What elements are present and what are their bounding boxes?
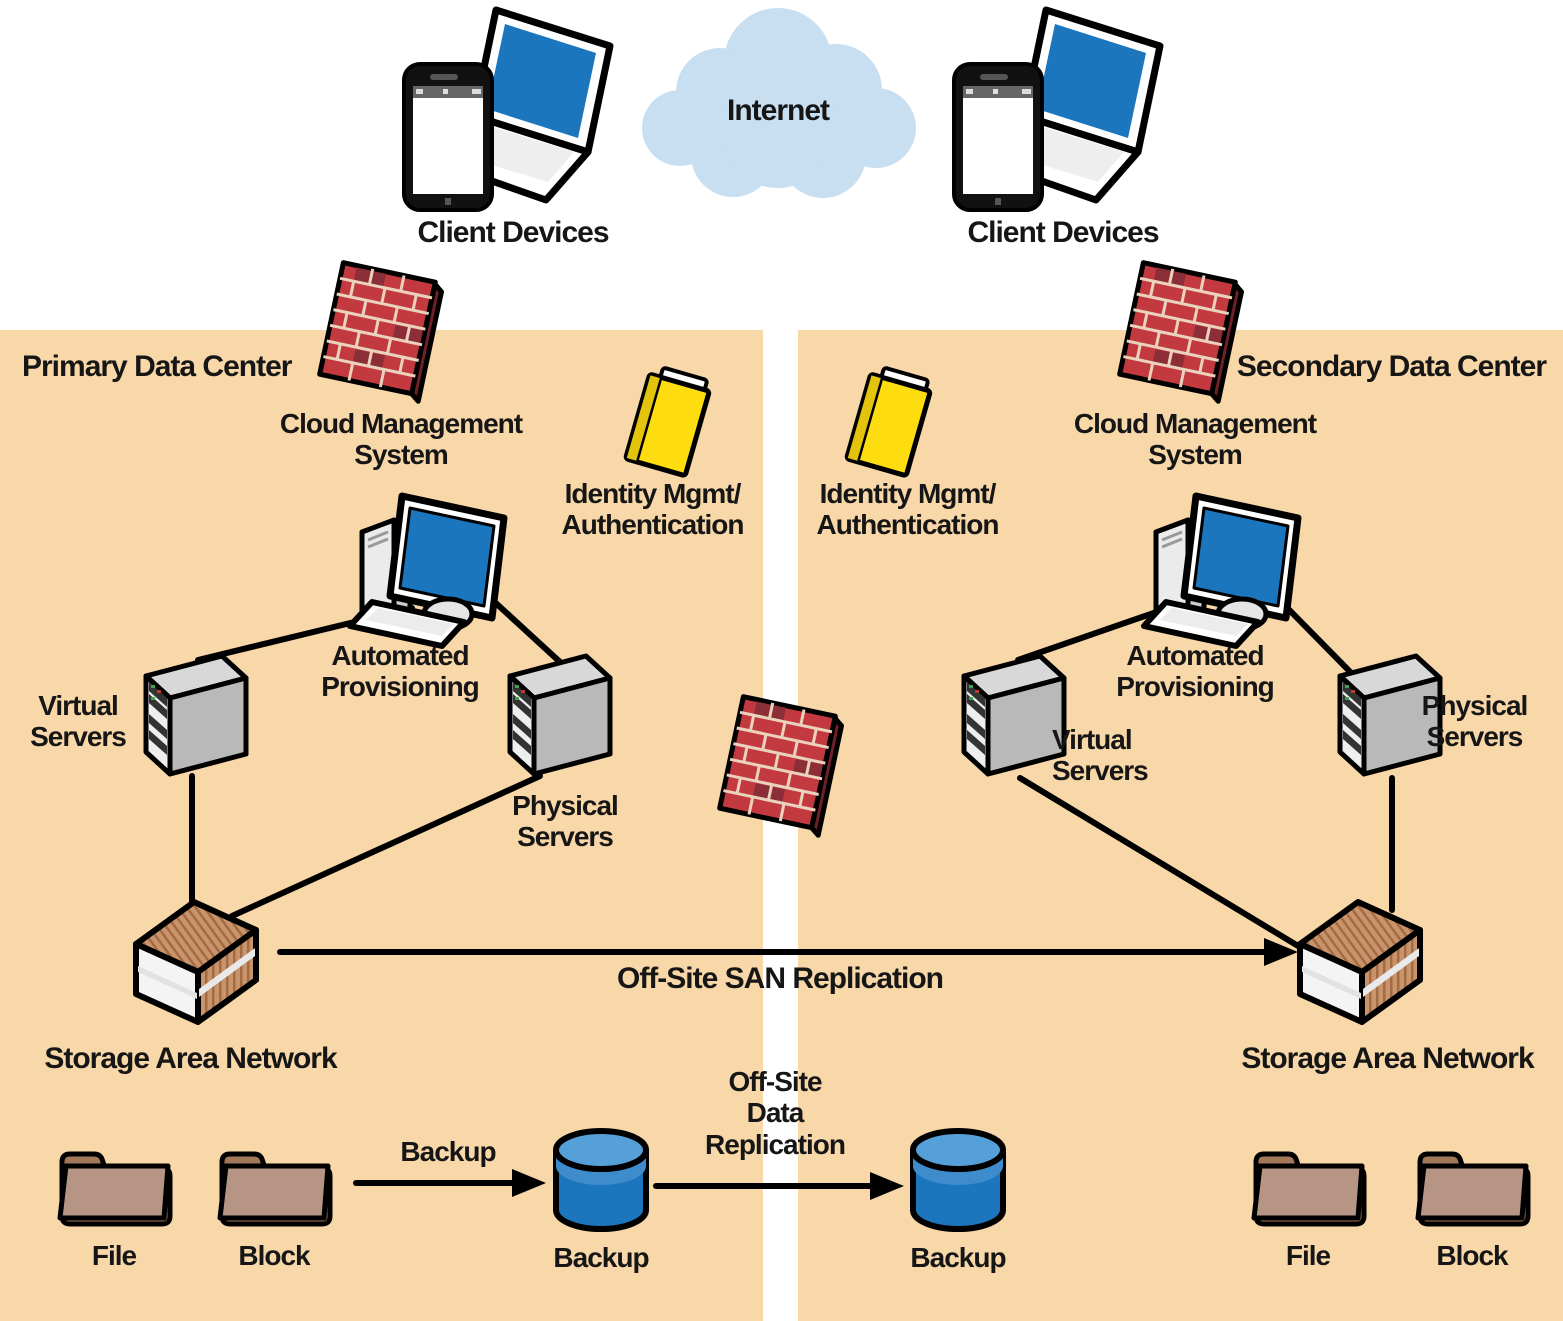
identity-book-icon-right <box>843 366 943 474</box>
file-label-right: File <box>1285 1240 1331 1271</box>
file-folder-icon-right <box>1246 1130 1370 1228</box>
backup-label-left: Backup <box>553 1242 649 1273</box>
offsite-data-replication-label: Off-Site Data Replication <box>705 1066 846 1160</box>
virtual-servers-label-left: Virtual Servers <box>30 690 127 753</box>
arrowhead-backup-left <box>512 1169 546 1197</box>
cloud-mgmt-computer-icon-right <box>1136 486 1321 651</box>
file-folder-icon-left <box>52 1130 176 1228</box>
cloud-mgmt-label-left: Cloud Management System <box>279 408 523 471</box>
internet-cloud-icon <box>642 8 916 198</box>
line-cms-to-virtual-right <box>1015 605 1171 663</box>
firewall-icon-left <box>320 262 442 400</box>
block-folder-icon-right <box>1410 1130 1534 1228</box>
identity-label-right: Identity Mgmt/ Authentication <box>816 478 1000 541</box>
client-devices-icon-left <box>398 8 628 213</box>
san-icon-right <box>1292 888 1432 1028</box>
cloud-mgmt-computer-icon-left <box>342 486 527 651</box>
san-icon-left <box>128 888 268 1028</box>
auto-provisioning-label-left: Automated Provisioning <box>321 640 480 703</box>
secondary-dc-title: Secondary Data Center <box>1236 350 1547 383</box>
block-label-right: Block <box>1436 1240 1508 1271</box>
backup-flow-label: Backup <box>400 1136 496 1167</box>
backup-cylinder-icon-right <box>905 1120 1011 1238</box>
physical-server-icon-left <box>506 646 618 778</box>
firewall-icon-right <box>1120 262 1242 400</box>
primary-dc-title: Primary Data Center <box>22 350 292 383</box>
identity-book-icon-left <box>622 366 722 474</box>
client-devices-label-right: Client Devices <box>967 216 1159 249</box>
internet-label: Internet <box>726 94 830 127</box>
line-virtual-to-san-right <box>1017 775 1321 961</box>
physical-servers-label-right: Physical Servers <box>1421 690 1529 753</box>
firewall-icon-middle <box>720 696 842 834</box>
offsite-san-replication-label: Off-Site SAN Replication <box>616 962 944 995</box>
block-folder-icon-left <box>212 1130 336 1228</box>
file-label-left: File <box>91 1240 137 1271</box>
backup-cylinder-icon-left <box>548 1120 654 1238</box>
virtual-servers-label-right: Virtual Servers <box>1052 724 1149 787</box>
arrowhead-san-replication <box>1264 938 1298 966</box>
arrowhead-data-replication <box>870 1172 904 1200</box>
backup-label-right: Backup <box>910 1242 1006 1273</box>
physical-servers-label-left: Physical Servers <box>512 790 619 853</box>
block-label-left: Block <box>238 1240 310 1271</box>
virtual-server-icon-left <box>142 646 254 778</box>
auto-provisioning-label-right: Automated Provisioning <box>1116 640 1275 703</box>
identity-label-left: Identity Mgmt/ Authentication <box>561 478 745 541</box>
san-label-left: Storage Area Network <box>44 1042 337 1075</box>
client-devices-icon-right <box>948 8 1178 213</box>
san-label-right: Storage Area Network <box>1241 1042 1534 1075</box>
line-physical-to-san-left <box>229 773 543 919</box>
client-devices-label-left: Client Devices <box>417 216 609 249</box>
cloud-mgmt-label-right: Cloud Management System <box>1073 408 1317 471</box>
